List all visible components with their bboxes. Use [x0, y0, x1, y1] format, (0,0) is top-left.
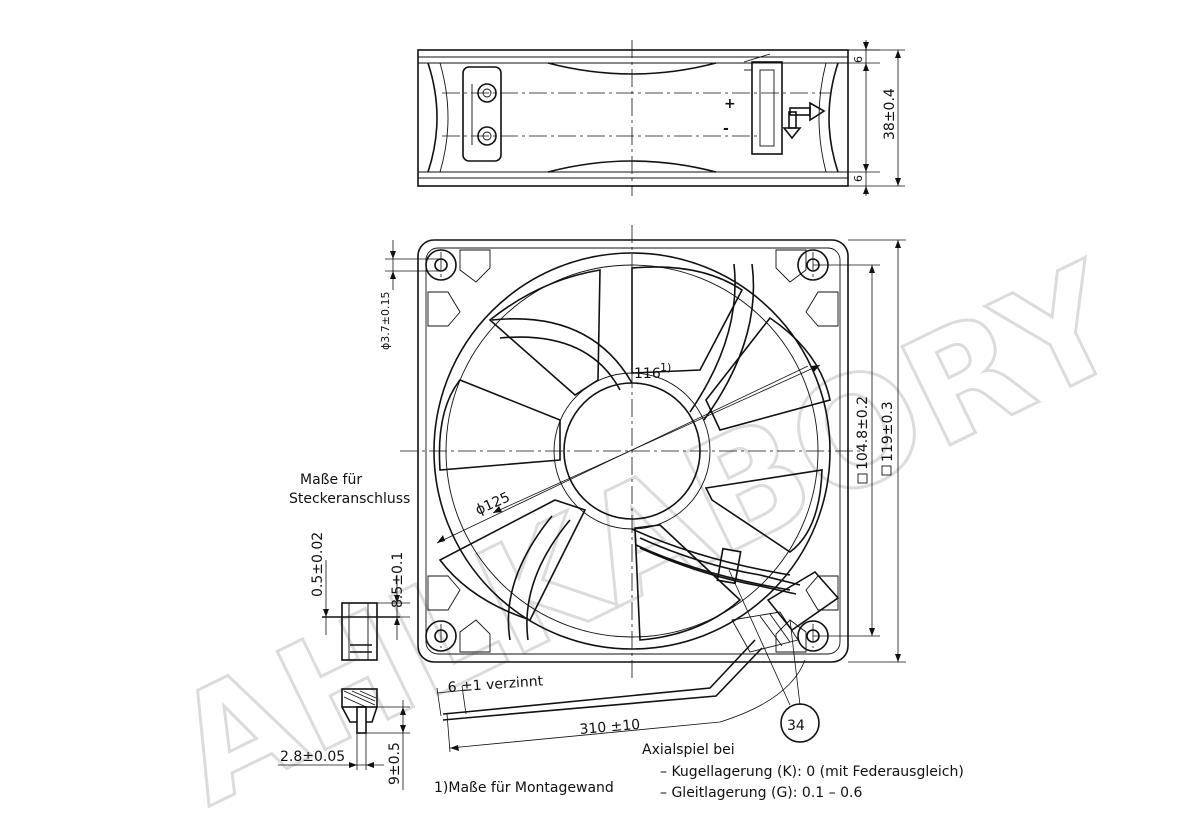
dim-dia-116: 116 — [634, 366, 661, 382]
dim-119: 119±0.3 — [880, 401, 896, 462]
minus-label: - — [723, 121, 729, 137]
dim-dia-116-note: 1) — [660, 361, 671, 374]
dim-height-38: 38±0.4 — [882, 88, 898, 140]
dim-bottom-6: 6 — [852, 175, 865, 182]
dim-wire-length: 310 ±10 — [579, 717, 641, 738]
connector-title-2: Steckeranschluss — [289, 491, 410, 507]
cable-exit — [639, 537, 840, 653]
dim-2-8: 2.8±0.05 — [280, 749, 345, 765]
callout-circle — [780, 703, 820, 743]
side-view: + - 6 38±0.4 6 — [417, 40, 905, 196]
terminal-side — [341, 602, 378, 661]
connector-title-1: Maße für — [300, 472, 362, 488]
dim-9: 9±0.5 — [387, 742, 403, 785]
square-symbol-icon — [881, 465, 892, 476]
axial-line-1: – Kugellagerung (K): 0 (mit Federausglei… — [660, 764, 964, 780]
dim-8-5: 8.5±0.1 — [390, 552, 406, 608]
axial-title: Axialspiel bei — [642, 742, 735, 758]
callout-34: 34 — [787, 718, 805, 734]
notes: 1)Maße für Montagewand Axialspiel bei – … — [434, 742, 964, 801]
fan-blades — [438, 266, 831, 641]
connector-detail: Maße für Steckeranschluss 0.5±0.02 8.5±0… — [278, 472, 410, 790]
dim-hole-dia: ϕ3.7±0.15 — [379, 292, 392, 350]
dim-wire-strip: 6 ±1 verzinnt — [447, 673, 544, 696]
dim-104-8: 104.8±0.2 — [855, 396, 871, 470]
support-struts — [491, 263, 791, 641]
axial-line-2: – Gleitlagerung (G): 0.1 – 0.6 — [660, 785, 862, 801]
rotation-arrow-icon — [782, 111, 802, 140]
square-symbol-icon — [857, 473, 868, 484]
footnote: 1)Maße für Montagewand — [434, 780, 614, 796]
dim-0-5: 0.5±0.02 — [310, 532, 326, 597]
plus-label: + — [724, 96, 736, 112]
mount-strut — [462, 66, 502, 162]
dim-top-6: 6 — [852, 56, 865, 63]
side-view-frame — [417, 49, 849, 187]
cable — [442, 639, 763, 721]
